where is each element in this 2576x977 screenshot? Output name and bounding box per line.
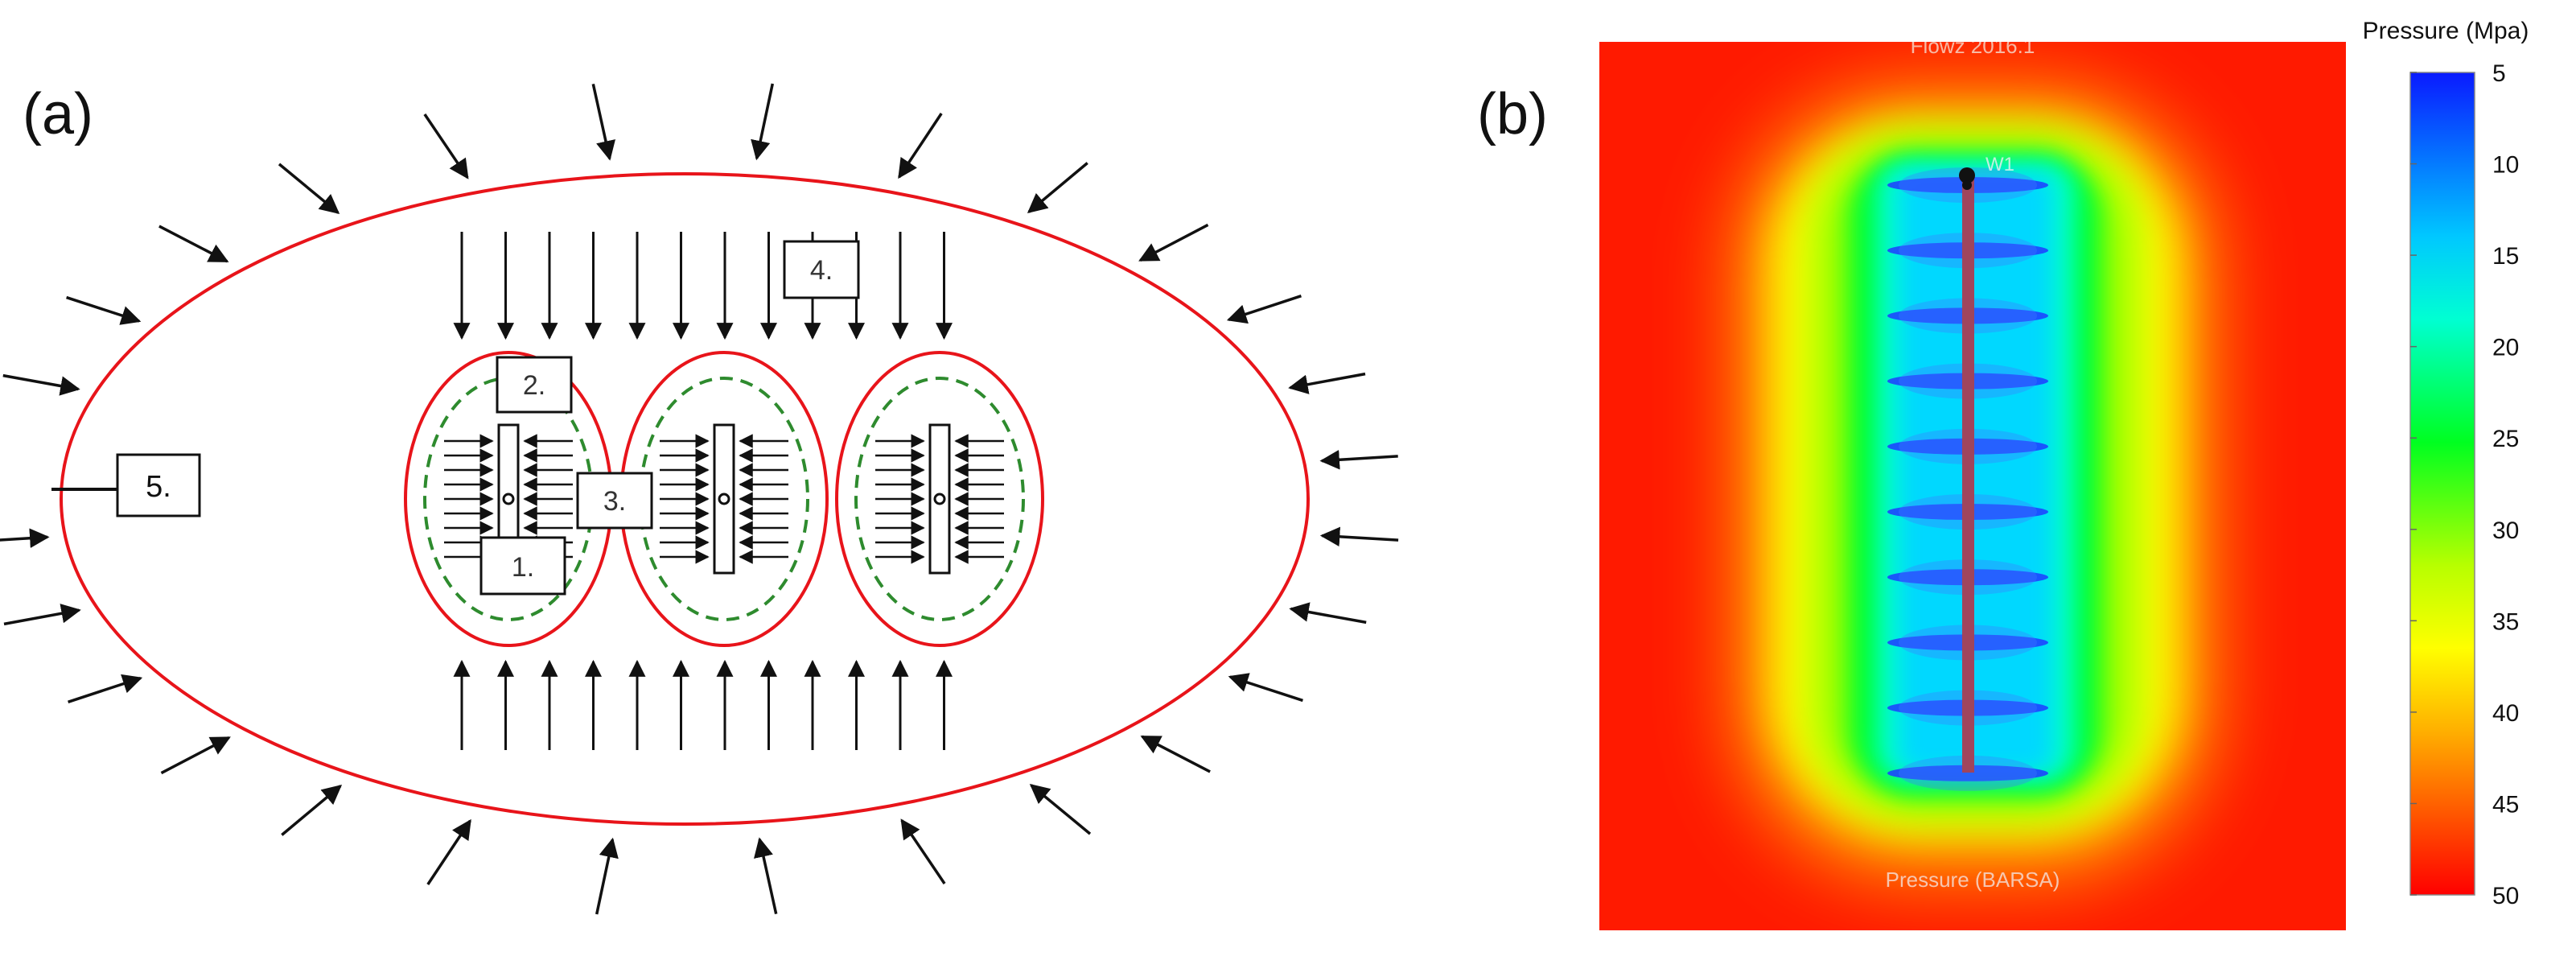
radial-inflow-arrow [1319,450,1398,470]
stimulated-zone [835,351,1044,647]
colorbar-tick-label: 30 [2492,517,2519,544]
radial-inflow-arrow [595,837,619,915]
panel-b: (b) W1 Flowz 2016.1 Pressure (BARSA) Pre… [1477,18,2529,930]
radial-inflow-arrow [1029,784,1092,835]
radial-inflow-arrow [753,837,778,914]
colorbar-tick-label: 15 [2492,243,2519,270]
drainage-boundary-dashed [854,377,1025,621]
colorbar-tick-label: 35 [2492,608,2519,635]
radial-inflow-arrow [426,818,471,885]
svg-text:4.: 4. [810,255,833,286]
fracture-bar [928,423,951,575]
stimulated-zones [404,351,1044,647]
bottom-linear-inflow-arrows [453,659,953,750]
outer-boundary-ellipse [60,172,1310,826]
radial-inflow-arrow [751,83,775,161]
colorbar-tick-label: 10 [2492,152,2519,179]
radial-inflow-arrow [3,604,81,626]
colorbar-tick-label: 20 [2492,335,2519,361]
radial-inflow-arrows [0,83,1399,915]
radial-inflow-arrow [1228,673,1303,703]
radial-inflow-arrow [2,373,80,396]
radial-inflow-arrow [66,295,142,325]
radial-inflow-arrow [1140,735,1211,773]
svg-text:3.: 3. [603,486,626,517]
label-box-4: 4. [783,240,860,299]
well-head-marker [1959,167,1975,183]
radial-inflow-arrow [281,785,343,836]
radial-inflow-arrow [591,84,616,161]
colorbar-tick-label: 5 [2492,60,2506,87]
label-box-1: 1. [479,536,566,596]
well-point [502,493,515,505]
label-box-5: 5. [51,453,201,517]
colorbar-title: Pressure (Mpa) [2363,18,2529,44]
svg-text:2.: 2. [523,370,545,401]
panel-a-label: (a) [23,82,93,146]
radial-inflow-arrow [278,163,340,214]
radial-inflow-arrow [1289,602,1367,625]
map-caption-text: Pressure (BARSA) [1886,868,2060,892]
top-linear-inflow-arrows [453,232,953,340]
colorbar [2409,72,2475,896]
colorbar-tick-label: 25 [2492,426,2519,452]
horizontal-well [1962,179,1974,773]
radial-inflow-arrow [1226,295,1302,324]
radial-inflow-arrow [900,818,946,884]
radial-inflow-arrow [160,736,231,775]
map-header-text: Flowz 2016.1 [1911,34,2035,58]
well-point [718,493,730,505]
radial-inflow-arrow [423,113,469,179]
fracture-halo [1899,755,2037,791]
svg-text:1.: 1. [512,552,534,583]
label-box-3: 3. [576,472,653,530]
well-name-label: W1 [1985,154,2014,175]
radial-inflow-arrow [68,674,143,703]
radial-inflow-arrow [1027,162,1088,213]
pressure-map: W1 Flowz 2016.1 Pressure (BARSA) [1599,34,2346,930]
label-box-2: 2. [496,356,573,414]
radial-inflow-arrow [158,225,229,263]
well-point [933,493,946,505]
radial-inflow-arrow [1138,223,1209,262]
radial-inflow-arrow [0,528,50,548]
zone-boundary-ellipse [835,351,1044,647]
radial-inflow-arrow [1319,526,1399,547]
radial-inflow-arrow [1288,372,1366,394]
panel-a: (a) 1. 2. 3. 4. 5. [0,82,1399,915]
colorbar-ticks: 5 10 15 20 25 30 35 40 45 50 [2410,60,2519,909]
colorbar-tick-label: 50 [2492,883,2519,909]
panel-b-label: (b) [1477,82,1548,146]
fracture-plane [1887,765,2048,781]
colorbar-tick-label: 45 [2492,791,2519,818]
radial-inflow-arrow [898,113,943,179]
colorbar-tick-label: 40 [2492,700,2519,727]
svg-text:5.: 5. [146,470,171,504]
